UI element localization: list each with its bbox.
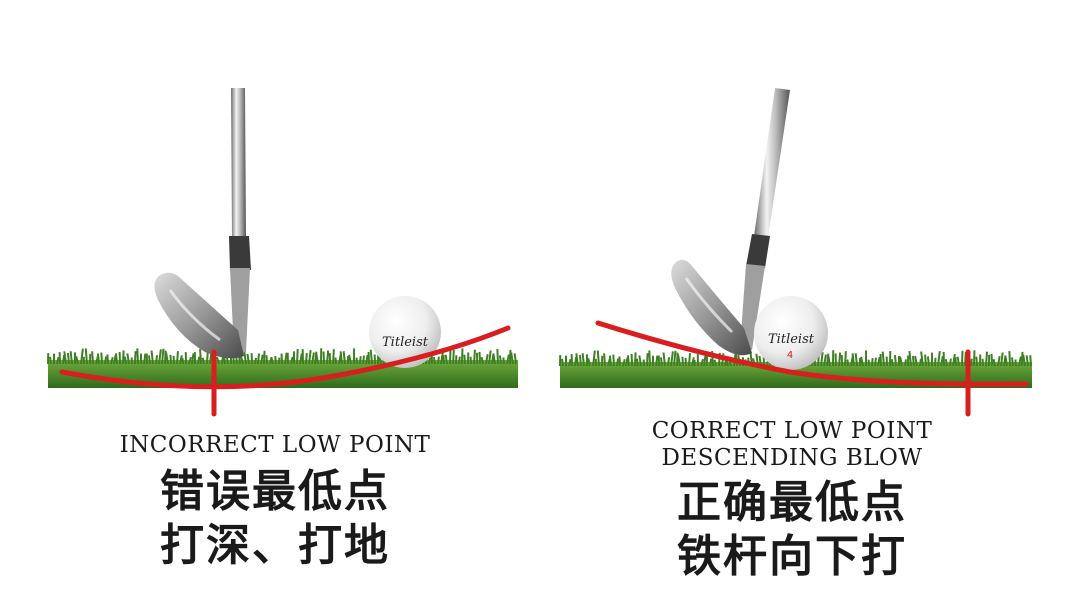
ball-brand-text: Titleist (382, 335, 429, 350)
swing-arc-right (595, 320, 1029, 387)
golf-ball-right: Titleist 4 (754, 296, 828, 370)
iron-club-left (154, 88, 251, 359)
ball-number-text: 4 (787, 350, 793, 361)
right-caption-chinese-line1: 正确最低点 (677, 477, 907, 528)
right-panel-illustration: Titleist 4 (559, 88, 1032, 417)
iron-club-right (671, 88, 790, 356)
right-caption-chinese-line2: 铁杆向下打 (677, 531, 907, 582)
left-caption-english: INCORRECT LOW POINT (119, 432, 431, 458)
swing-arc-left (59, 325, 511, 390)
left-caption: INCORRECT LOW POINT 错误最低点 打深、打地 (60, 432, 490, 573)
left-caption-chinese-line1: 错误最低点 (160, 466, 390, 517)
right-caption-english-line1: CORRECT LOW POINT (651, 418, 933, 444)
right-caption-english-line2: DESCENDING BLOW (661, 445, 923, 471)
ball-brand-text-right: Titleist (768, 332, 815, 347)
golf-ball-left: Titleist (369, 296, 441, 368)
left-caption-chinese-line2: 打深、打地 (160, 520, 390, 571)
left-panel-illustration: Titleist (47, 88, 518, 417)
right-caption: CORRECT LOW POINT DESCENDING BLOW 正确最低点 … (572, 418, 1012, 584)
